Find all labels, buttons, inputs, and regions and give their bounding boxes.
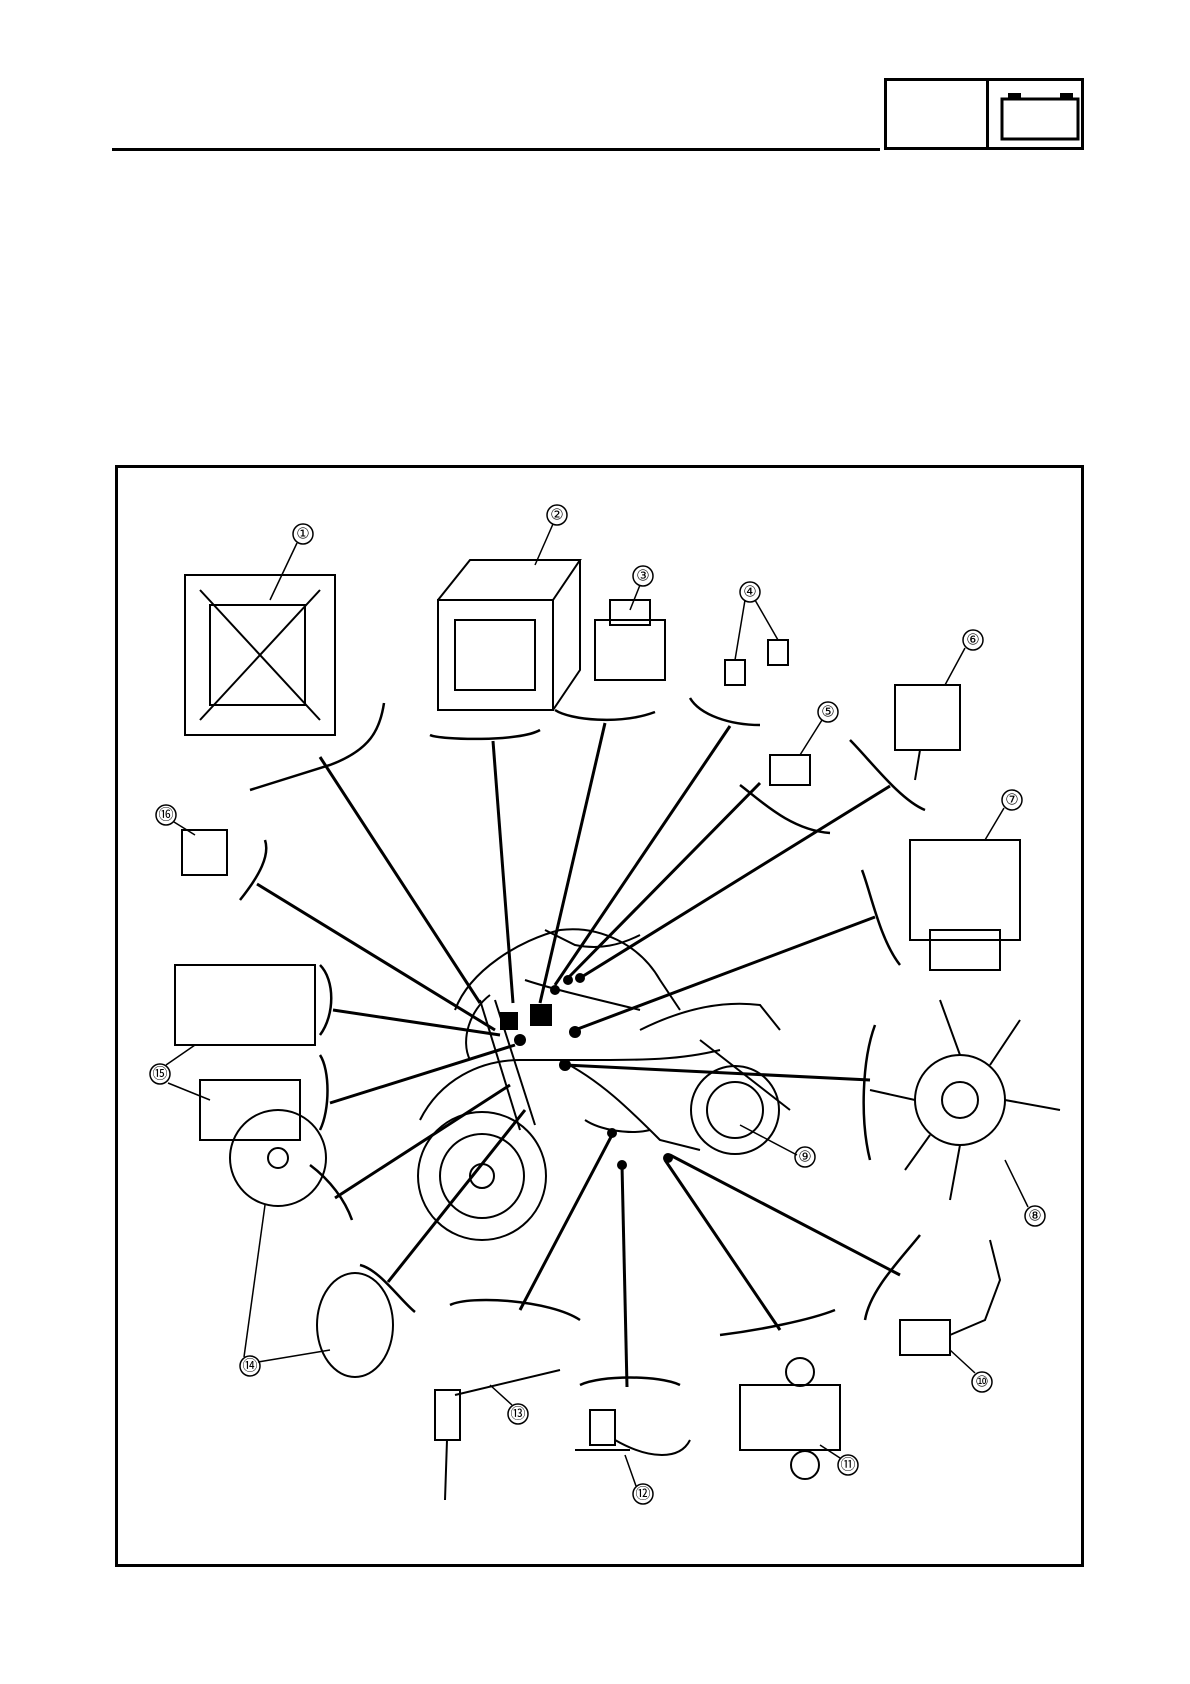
svg-text:⑨: ⑨ xyxy=(798,1149,811,1166)
oil-level-switch-icon xyxy=(575,1410,690,1455)
callout-9: ⑨ xyxy=(795,1147,815,1167)
horn-icon xyxy=(230,1110,393,1377)
starter-relay-icon xyxy=(595,600,665,680)
svg-text:②: ② xyxy=(550,507,563,524)
svg-text:⑦: ⑦ xyxy=(1005,792,1018,809)
callout-6: ⑥ xyxy=(963,630,983,650)
motorcycle-illustration xyxy=(418,929,790,1240)
thermo-unit-icon xyxy=(900,1240,1000,1355)
rectifier-regulator-icon xyxy=(910,840,1020,970)
callout-13: ⑬ xyxy=(508,1404,528,1424)
callout-1: ① xyxy=(293,524,313,544)
speed-sensor-icon xyxy=(435,1370,560,1500)
svg-text:⑥: ⑥ xyxy=(966,632,979,649)
svg-text:⑭: ⑭ xyxy=(242,1358,257,1375)
pickup-coil-icon xyxy=(740,1358,840,1479)
svg-text:⑪: ⑪ xyxy=(840,1457,855,1474)
svg-text:⑩: ⑩ xyxy=(975,1374,988,1391)
callout-12: ⑫ xyxy=(633,1484,653,1504)
relay-icon xyxy=(182,830,227,875)
starter-relay-bracket-icon xyxy=(185,575,335,735)
svg-text:④: ④ xyxy=(743,584,756,601)
radiator-fan-icon xyxy=(870,1000,1060,1200)
callout-pointers xyxy=(166,524,1028,1486)
callout-4: ④ xyxy=(740,582,760,602)
callout-5: ⑤ xyxy=(818,702,838,722)
svg-text:⑯: ⑯ xyxy=(158,807,173,824)
callout-16: ⑯ xyxy=(156,805,176,825)
fuse-icon xyxy=(725,640,788,685)
leader-lines xyxy=(257,723,900,1387)
callout-14: ⑭ xyxy=(240,1356,260,1376)
svg-text:①: ① xyxy=(296,526,309,543)
callout-10: ⑩ xyxy=(972,1372,992,1392)
svg-text:⑬: ⑬ xyxy=(510,1406,525,1423)
battery-icon xyxy=(438,560,580,710)
callout-brackets xyxy=(240,698,925,1385)
svg-text:⑫: ⑫ xyxy=(635,1486,650,1503)
callout-8: ⑧ xyxy=(1025,1206,1045,1226)
callout-15: ⑮ xyxy=(150,1064,170,1084)
brake-switch-icon xyxy=(770,755,810,785)
callout-3: ③ xyxy=(633,566,653,586)
callout-7: ⑦ xyxy=(1002,790,1022,810)
svg-text:⑤: ⑤ xyxy=(821,704,834,721)
callout-2: ② xyxy=(547,505,567,525)
svg-text:⑧: ⑧ xyxy=(1028,1208,1041,1225)
svg-text:⑮: ⑮ xyxy=(152,1066,167,1083)
svg-text:③: ③ xyxy=(636,568,649,585)
component-sketches xyxy=(175,560,1060,1500)
clutch-switch-icon xyxy=(895,685,960,780)
callout-11: ⑪ xyxy=(838,1455,858,1475)
